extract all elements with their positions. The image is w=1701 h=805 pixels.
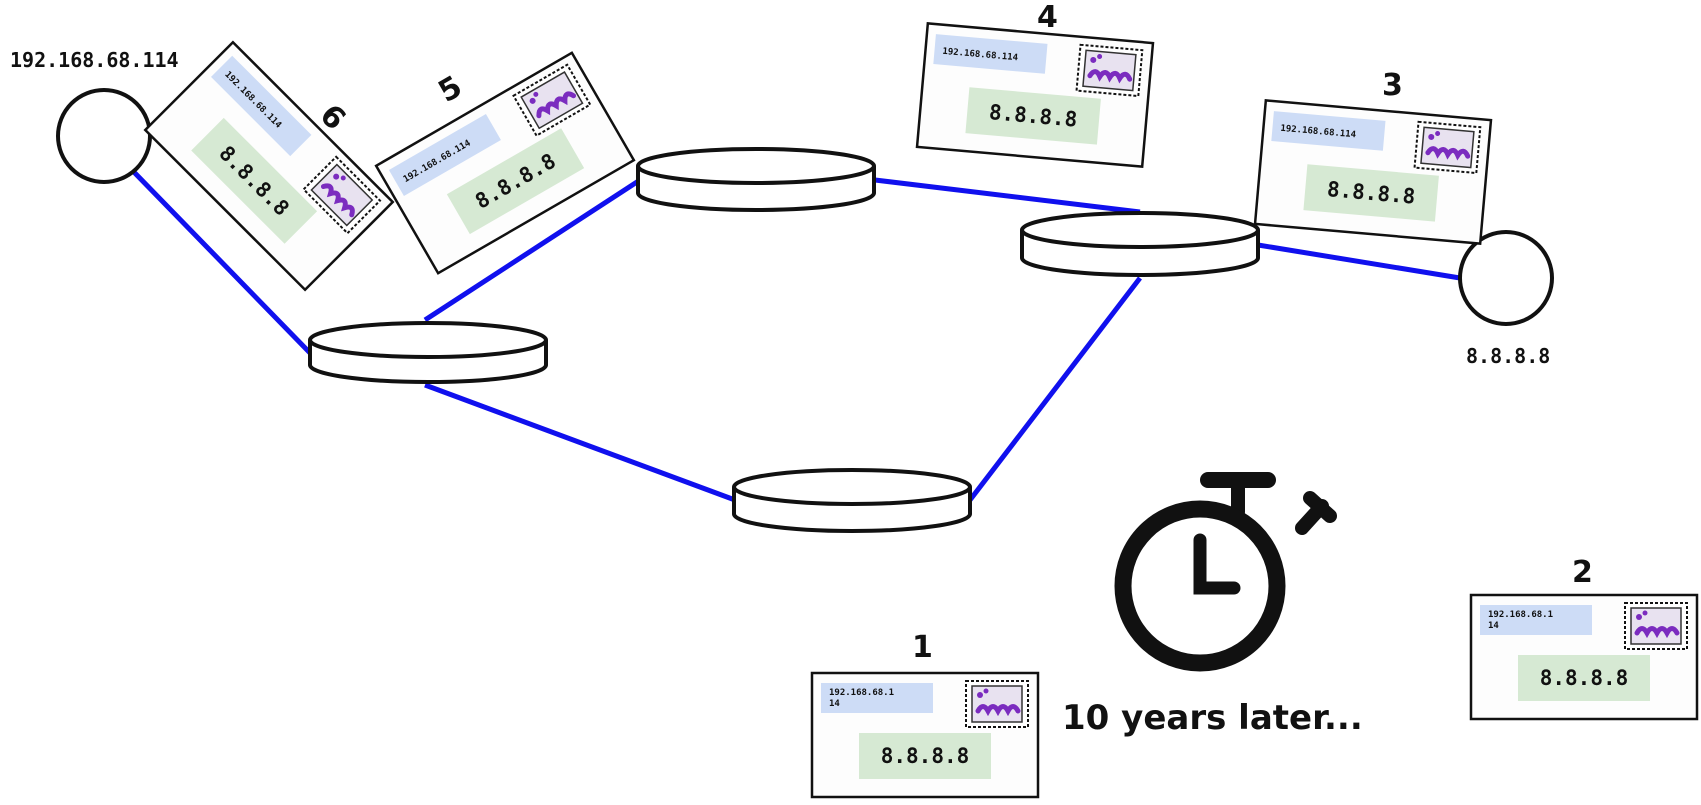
to-address: 8.8.8.8 (881, 744, 970, 768)
to-address: 8.8.8.8 (1540, 666, 1629, 690)
router-a (308, 321, 548, 384)
router-d (1020, 211, 1260, 277)
postage-stamp-icon (302, 155, 382, 235)
step-label-1: 1 (912, 630, 933, 665)
to-address-box (965, 87, 1101, 145)
from-address-box (1271, 111, 1386, 151)
from-address-box (1480, 605, 1592, 635)
link-router-a-to-router-c (424, 382, 736, 503)
source-ip-label: 192.168.68.114 (10, 48, 179, 72)
stopwatch-icon (1114, 472, 1337, 672)
step-label-4: 4 (1037, 0, 1058, 35)
step-label-3: 3 (1382, 68, 1403, 103)
router-b (636, 147, 876, 212)
postage-stamp-icon (1413, 120, 1482, 175)
destination-ip-label: 8.8.8.8 (1466, 344, 1551, 368)
link-router-b-to-router-d (874, 177, 1141, 215)
postage-stamp-icon (1624, 602, 1688, 650)
link-router-d-to-destination (1257, 242, 1461, 281)
link-source-to-router-a (128, 166, 314, 357)
to-address-box (191, 117, 318, 244)
to-address-box (1518, 655, 1650, 701)
link-router-c-to-router-d (968, 276, 1142, 502)
from-address-box (821, 683, 933, 713)
to-address-box (446, 128, 585, 235)
router-c (732, 468, 972, 533)
from-address-box (388, 113, 501, 196)
source-host (56, 88, 152, 184)
postage-stamp-icon (965, 680, 1029, 728)
from-address-box (211, 55, 312, 157)
step-label-2: 2 (1572, 555, 1593, 590)
to-address-box (1303, 164, 1439, 222)
link-router-a-to-router-b (423, 177, 642, 323)
from-address-box (933, 34, 1048, 74)
postage-stamp-icon (1075, 43, 1144, 98)
destination-host (1458, 230, 1554, 326)
caption: 10 years later... (1062, 698, 1363, 738)
postage-stamp-icon (512, 63, 592, 137)
to-address-box (859, 733, 991, 779)
